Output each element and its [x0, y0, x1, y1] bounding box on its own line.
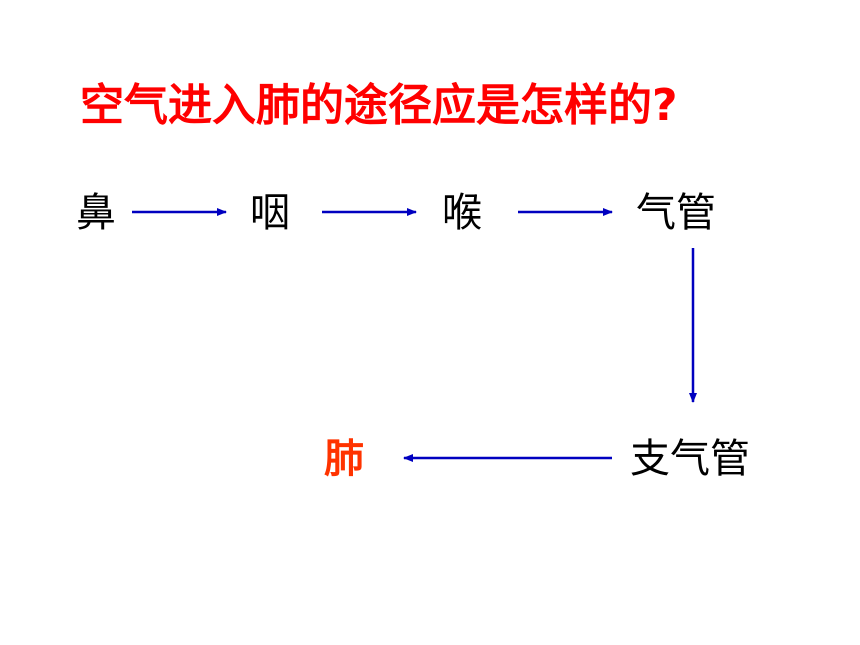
node-bronchus: 支气管 [630, 436, 750, 482]
node-pharynx: 咽 [250, 190, 290, 236]
node-larynx: 喉 [442, 190, 482, 236]
node-nose: 鼻 [76, 190, 116, 236]
slide-title: 空气进入肺的途径应是怎样的? [80, 80, 678, 131]
node-trachea: 气管 [636, 190, 716, 236]
node-lung: 肺 [324, 436, 364, 482]
